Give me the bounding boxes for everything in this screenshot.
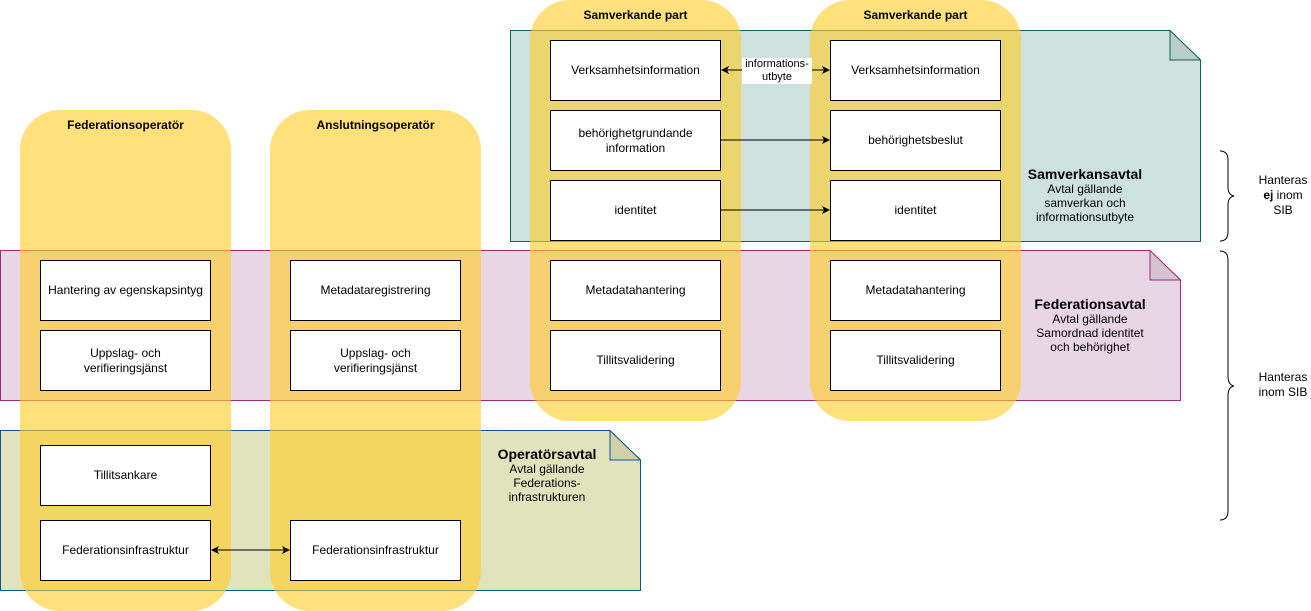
brace-inom-sib xyxy=(1219,250,1235,521)
scope-ej-line-2: ej inom xyxy=(1250,188,1311,203)
lane-samverkande-part-2-title: Samverkande part xyxy=(863,8,968,22)
box-hantering-av-egenskapsintyg[interactable]: Hantering av egenskapsintyg xyxy=(40,260,211,321)
scope-label-ej-inom-sib: Hanteras ej inom SIB xyxy=(1250,173,1311,218)
scope-ej-post: inom xyxy=(1276,188,1303,202)
samverkansavtal-desc-1: Avtal gällande xyxy=(1047,182,1123,196)
federationsavtal-title: Federationsavtal xyxy=(1034,296,1146,312)
box-identitet-2[interactable]: identitet xyxy=(830,180,1001,241)
operatorsavtal-label: Operatörsavtal Avtal gällande Federation… xyxy=(472,446,622,504)
edge-label-informationsutbyte: informations- utbyte xyxy=(742,58,812,84)
scope-ej-line-3: SIB xyxy=(1273,203,1293,217)
operatorsavtal-desc-3: infrastrukturen xyxy=(508,490,586,504)
box-behorighetgrundande-information[interactable]: behörighetgrundande information xyxy=(550,110,721,171)
box-verksamhetsinformation-1[interactable]: Verksamhetsinformation xyxy=(550,40,721,101)
samverkansavtal-desc-3: informationsutbyte xyxy=(1035,210,1135,224)
box-tillitsankare[interactable]: Tillitsankare xyxy=(40,445,211,506)
box-tillitsvalidering-1[interactable]: Tillitsvalidering xyxy=(550,330,721,391)
brace-ej-inom-sib xyxy=(1219,150,1235,242)
box-metadatahantering-1[interactable]: Metadatahantering xyxy=(550,260,721,321)
lane-samverkande-part-1-title: Samverkande part xyxy=(583,8,688,22)
samverkansavtal-label: Samverkansavtal Avtal gällande samverkan… xyxy=(1010,166,1160,224)
box-tillitsvalidering-2[interactable]: Tillitsvalidering xyxy=(830,330,1001,391)
samverkansavtal-title: Samverkansavtal xyxy=(1027,166,1143,182)
scope-ej-line-1: Hanteras xyxy=(1258,173,1308,187)
box-federationsinfrastruktur-fo[interactable]: Federationsinfrastruktur xyxy=(40,520,211,581)
operatorsavtal-desc-2: Federations- xyxy=(513,476,581,490)
box-federationsinfrastruktur-ao[interactable]: Federationsinfrastruktur xyxy=(290,520,461,581)
federationsavtal-desc-1: Avtal gällande xyxy=(1052,312,1128,326)
box-behorighetsbeslut[interactable]: behörighetsbeslut xyxy=(830,110,1001,171)
federationsavtal-desc-3: och behörighet xyxy=(1050,340,1130,354)
lane-federationsoperator-title: Federationsoperatör xyxy=(67,118,184,132)
box-uppslag-verifieringstjanst-ao[interactable]: Uppslag- och verifieringsjänst xyxy=(290,330,461,391)
scope-inom-line-1: Hanteras xyxy=(1258,370,1308,384)
scope-label-inom-sib: Hanteras inom SIB xyxy=(1250,370,1311,400)
edge-label-line-1: informations- xyxy=(745,58,809,70)
lane-anslutningsoperator-title: Anslutningsoperatör xyxy=(316,118,435,132)
edge-label-line-2: utbyte xyxy=(762,71,792,83)
operatorsavtal-desc-1: Avtal gällande xyxy=(509,462,585,476)
operatorsavtal-title: Operatörsavtal xyxy=(497,446,597,462)
box-identitet-1[interactable]: identitet xyxy=(550,180,721,241)
federationsavtal-desc-2: Samordnad identitet xyxy=(1036,326,1144,340)
scope-inom-line-2: inom SIB xyxy=(1258,385,1308,399)
box-uppslag-verifieringstjanst-fo[interactable]: Uppslag- och verifieringsjänst xyxy=(40,330,211,391)
box-metadatahantering-2[interactable]: Metadatahantering xyxy=(830,260,1001,321)
box-metadataregistrering[interactable]: Metadataregistrering xyxy=(290,260,461,321)
box-verksamhetsinformation-2[interactable]: Verksamhetsinformation xyxy=(830,40,1001,101)
scope-ej-bold: ej xyxy=(1263,188,1274,202)
federationsavtal-label: Federationsavtal Avtal gällande Samordna… xyxy=(1015,296,1165,354)
samverkansavtal-desc-2: samverkan och xyxy=(1044,196,1126,210)
